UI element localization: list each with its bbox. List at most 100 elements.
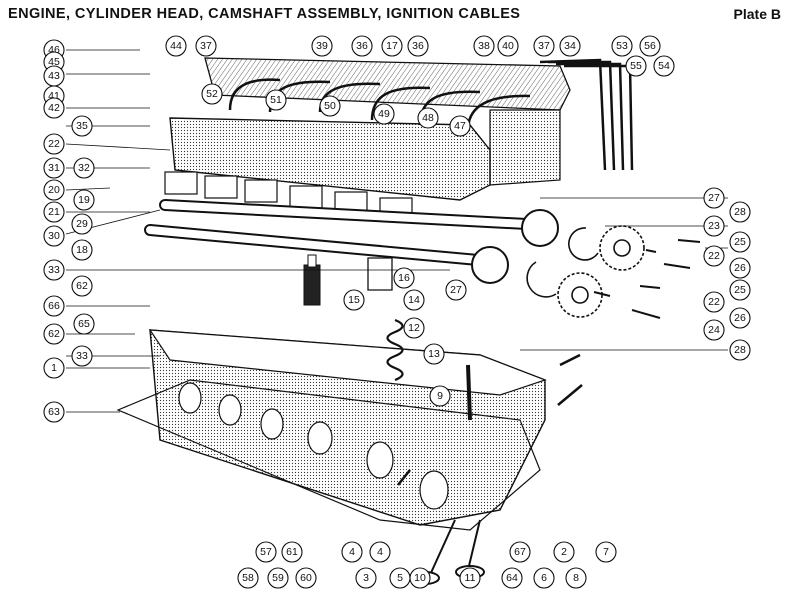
callout-number: 59 — [272, 572, 284, 584]
callout-28: 28 — [729, 339, 751, 361]
callout-number: 24 — [708, 324, 720, 336]
callout-32: 32 — [73, 157, 95, 179]
callout-circle — [355, 567, 377, 589]
callout-65: 65 — [73, 313, 95, 335]
callout-circle — [625, 55, 647, 77]
callout-7: 7 — [595, 541, 617, 563]
callout-22: 22 — [703, 291, 725, 313]
callout-number: 18 — [76, 244, 88, 256]
callout-58: 58 — [237, 567, 259, 589]
valve-springs — [367, 257, 472, 421]
callout-25: 25 — [729, 231, 751, 253]
callout-21: 21 — [43, 201, 65, 223]
callout-number: 36 — [412, 40, 424, 52]
callout-circle — [445, 279, 467, 301]
callout-53: 53 — [611, 35, 633, 57]
callout-number: 60 — [300, 572, 312, 584]
callout-number: 31 — [48, 162, 60, 174]
callout-circle — [237, 567, 259, 589]
spark-plug — [303, 254, 321, 306]
callout-circle — [473, 35, 495, 57]
callout-number: 54 — [658, 60, 670, 72]
callout-2: 2 — [553, 541, 575, 563]
callout-number: 65 — [78, 318, 90, 330]
callout-61: 61 — [281, 541, 303, 563]
callout-circle — [595, 541, 617, 563]
callout-circle — [703, 319, 725, 341]
callout-18: 18 — [71, 239, 93, 261]
callout-number: 5 — [397, 572, 403, 584]
callout-circle — [71, 345, 93, 367]
head-port-ellipses — [178, 382, 449, 510]
callout-6: 6 — [533, 567, 555, 589]
callout-57: 57 — [255, 541, 277, 563]
callout-38: 38 — [473, 35, 495, 57]
callout-circle — [403, 289, 425, 311]
callout-number: 28 — [734, 344, 746, 356]
callout-circle — [43, 157, 65, 179]
callout-circle — [43, 295, 65, 317]
callout-9: 9 — [429, 385, 451, 407]
callout-circle — [351, 35, 373, 57]
callout-circle — [373, 103, 395, 125]
callout-22: 22 — [43, 133, 65, 155]
callout-number: 33 — [48, 264, 60, 276]
callout-39: 39 — [311, 35, 333, 57]
callout-15: 15 — [343, 289, 365, 311]
callout-number: 23 — [708, 220, 720, 232]
callout-8: 8 — [565, 567, 587, 589]
callout-circle — [369, 541, 391, 563]
callout-number: 27 — [450, 284, 462, 296]
callout-42: 42 — [43, 97, 65, 119]
callout-62: 62 — [71, 275, 93, 297]
callout-12: 12 — [403, 317, 425, 339]
camshaft-cover — [169, 57, 571, 201]
callout-63: 63 — [43, 401, 65, 423]
callout-67: 67 — [509, 541, 531, 563]
callout-1: 1 — [43, 357, 65, 379]
callout-circle — [553, 541, 575, 563]
callout-circle — [43, 357, 65, 379]
callout-33: 33 — [71, 345, 93, 367]
callout-number: 14 — [408, 294, 420, 306]
callout-number: 20 — [48, 184, 60, 196]
callout-number: 61 — [286, 546, 298, 558]
callout-number: 35 — [76, 120, 88, 132]
callout-number: 4 — [349, 546, 355, 558]
callout-circle — [165, 35, 187, 57]
callout-number: 47 — [454, 120, 466, 132]
callout-number: 56 — [644, 40, 656, 52]
callout-circle — [653, 55, 675, 77]
callout-19: 19 — [73, 189, 95, 211]
callout-number: 49 — [378, 108, 390, 120]
callout-number: 64 — [506, 572, 518, 584]
callout-number: 67 — [514, 546, 526, 558]
callout-43: 43 — [43, 65, 65, 87]
callout-number: 37 — [538, 40, 550, 52]
callout-circle — [409, 567, 431, 589]
callout-number: 51 — [270, 94, 282, 106]
callout-16: 16 — [393, 267, 415, 289]
callout-23: 23 — [703, 215, 725, 237]
callout-49: 49 — [373, 103, 395, 125]
callout-circle — [407, 35, 429, 57]
callout-circle — [73, 313, 95, 335]
callout-20: 20 — [43, 179, 65, 201]
callout-circle — [533, 35, 555, 57]
callout-number: 10 — [414, 572, 426, 584]
callout-number: 50 — [324, 100, 336, 112]
callout-circle — [281, 541, 303, 563]
callout-number: 30 — [48, 230, 60, 242]
callout-circle — [343, 289, 365, 311]
callout-number: 26 — [734, 262, 746, 274]
cylinder-head — [148, 329, 547, 526]
callout-11: 11 — [459, 567, 481, 589]
callout-number: 11 — [465, 572, 476, 584]
callout-circle — [729, 201, 751, 223]
callout-circle — [43, 259, 65, 281]
callout-29: 29 — [71, 213, 93, 235]
callout-4: 4 — [341, 541, 363, 563]
callout-27: 27 — [445, 279, 467, 301]
